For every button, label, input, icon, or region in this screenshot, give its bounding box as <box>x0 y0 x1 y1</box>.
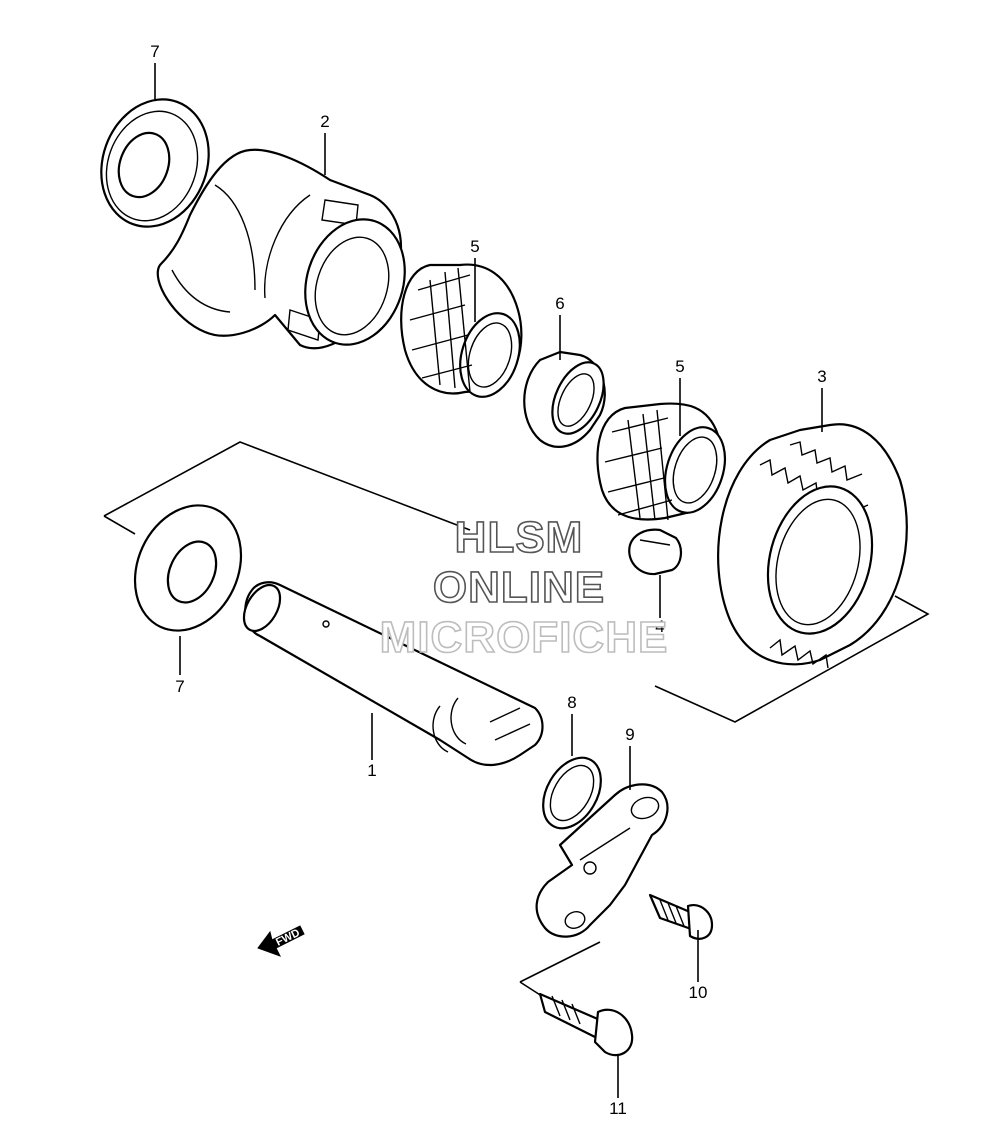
part-7-oil-seal-lower <box>133 504 243 632</box>
leader-lines <box>154 63 823 1098</box>
callout-numbers: 7 2 5 6 5 3 4 7 1 8 9 10 11 <box>150 42 826 1118</box>
part-4-key <box>628 528 682 576</box>
callout-6: 6 <box>555 294 564 313</box>
callout-7-lower: 7 <box>175 677 184 696</box>
callout-8: 8 <box>567 693 576 712</box>
part-1-shaft <box>242 581 544 767</box>
callout-4: 4 <box>655 617 664 636</box>
part-7-oil-seal-upper <box>100 98 210 228</box>
callout-3: 3 <box>817 367 826 386</box>
watermark: HLSM ONLINE MICROFICHE <box>379 512 669 663</box>
part-10-bolt <box>648 893 714 940</box>
part-8-washer <box>542 756 602 830</box>
callout-5-lower: 5 <box>675 357 684 376</box>
assembly-frame-lines <box>103 441 930 1001</box>
callout-1: 1 <box>367 761 376 780</box>
part-11-bolt <box>538 992 634 1057</box>
part-3-gear <box>717 423 908 669</box>
watermark-line-1: HLSM <box>455 513 584 562</box>
part-5-needle-bearing-upper <box>400 263 523 398</box>
part-6-collar <box>523 350 606 448</box>
part-9-lever <box>535 783 669 938</box>
callout-7-upper: 7 <box>150 42 159 61</box>
watermark-line-2: ONLINE <box>433 563 605 612</box>
fwd-label: FWD <box>274 927 302 949</box>
fwd-arrow-icon: FWD <box>257 925 305 957</box>
part-2-housing <box>156 148 406 350</box>
watermark-line-3: MICROFICHE <box>380 613 669 662</box>
part-5-needle-bearing-lower <box>596 402 726 521</box>
callout-10: 10 <box>689 983 708 1002</box>
callout-2: 2 <box>320 112 329 131</box>
callout-11: 11 <box>609 1099 627 1118</box>
callout-5-upper: 5 <box>470 237 479 256</box>
callout-9: 9 <box>625 725 634 744</box>
